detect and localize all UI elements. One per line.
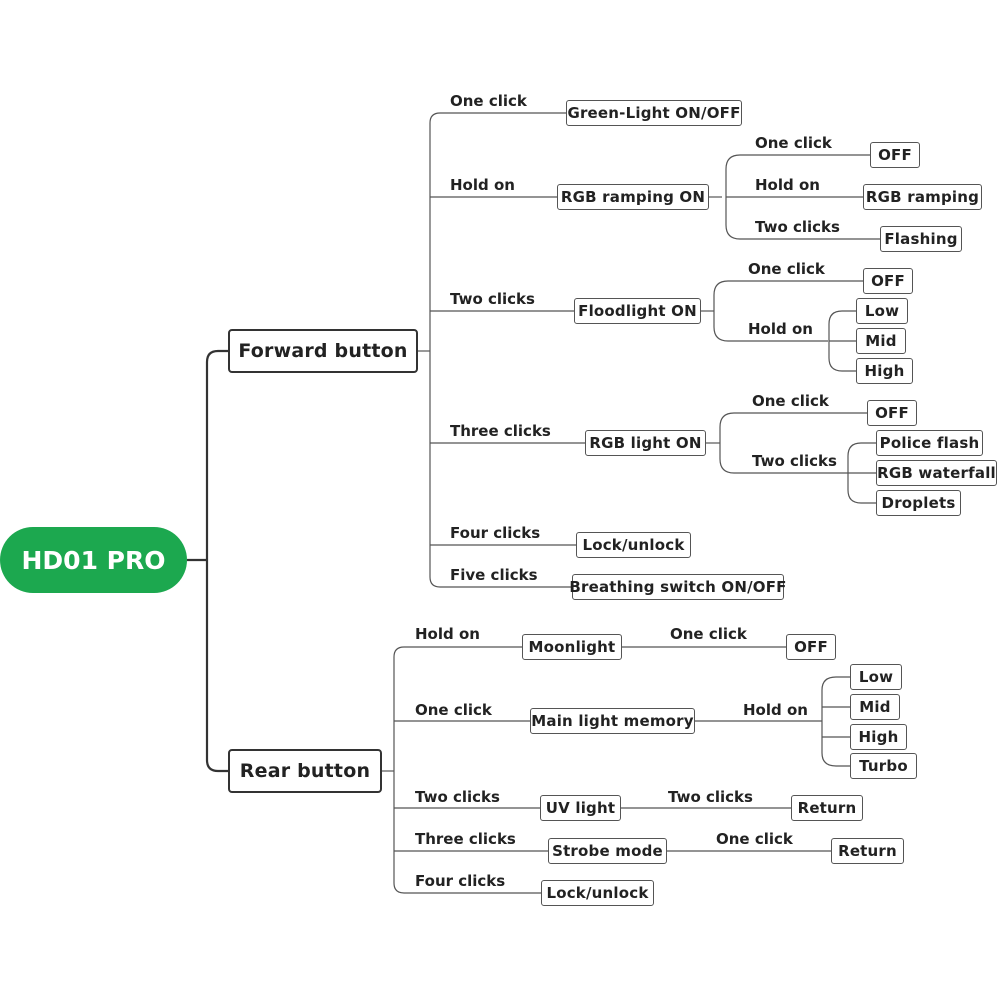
rgb-off-node: OFF bbox=[867, 400, 917, 426]
fwd-four-clicks-label: Four clicks bbox=[450, 524, 541, 542]
fwd-hold-on-label: Hold on bbox=[450, 176, 515, 194]
flood-off-node: OFF bbox=[863, 268, 913, 294]
rear-button-node: Rear button bbox=[228, 749, 382, 793]
ramp-hold-on-label: Hold on bbox=[755, 176, 820, 194]
moonlight-node: Moonlight bbox=[522, 634, 622, 660]
rear-lock-unlock-node: Lock/unlock bbox=[541, 880, 654, 906]
flashing-node: Flashing bbox=[880, 226, 962, 252]
memory-turbo-node: Turbo bbox=[850, 753, 917, 779]
ramp-two-clicks-label: Two clicks bbox=[755, 218, 840, 236]
uv-return-node: Return bbox=[791, 795, 863, 821]
fwd-three-clicks-label: Three clicks bbox=[450, 422, 551, 440]
green-light-node: Green-Light ON/OFF bbox=[566, 100, 742, 126]
memory-mid-node: Mid bbox=[850, 694, 900, 720]
flood-high-node: High bbox=[856, 358, 913, 384]
memory-high-node: High bbox=[850, 724, 907, 750]
moon-off-node: OFF bbox=[786, 634, 836, 660]
flood-mid-node: Mid bbox=[856, 328, 906, 354]
flood-one-click-label: One click bbox=[748, 260, 825, 278]
fwd-lock-unlock-node: Lock/unlock bbox=[576, 532, 691, 558]
floodlight-on-node: Floodlight ON bbox=[574, 298, 701, 324]
strobe-mode-node: Strobe mode bbox=[548, 838, 667, 864]
rgb-waterfall-node: RGB waterfall bbox=[876, 460, 997, 486]
flood-low-node: Low bbox=[856, 298, 908, 324]
fwd-five-clicks-label: Five clicks bbox=[450, 566, 538, 584]
strobe-return-node: Return bbox=[831, 838, 904, 864]
fwd-two-clicks-label: Two clicks bbox=[450, 290, 535, 308]
police-flash-node: Police flash bbox=[876, 430, 983, 456]
rear-three-clicks-label: Three clicks bbox=[415, 830, 516, 848]
main-light-memory-node: Main light memory bbox=[530, 708, 695, 734]
rear-hold-on-label: Hold on bbox=[415, 625, 480, 643]
ramp-off-node: OFF bbox=[870, 142, 920, 168]
strobe-one-click-label: One click bbox=[716, 830, 793, 848]
rear-one-click-label: One click bbox=[415, 701, 492, 719]
fwd-one-click-label: One click bbox=[450, 92, 527, 110]
ramp-one-click-label: One click bbox=[755, 134, 832, 152]
rgb-one-click-label: One click bbox=[752, 392, 829, 410]
memory-hold-on-label: Hold on bbox=[743, 701, 808, 719]
memory-low-node: Low bbox=[850, 664, 902, 690]
forward-button-node: Forward button bbox=[228, 329, 418, 373]
rgb-ramping-node: RGB ramping bbox=[863, 184, 982, 210]
rear-four-clicks-label: Four clicks bbox=[415, 872, 506, 890]
uv-two-clicks-label: Two clicks bbox=[668, 788, 753, 806]
uv-light-node: UV light bbox=[540, 795, 621, 821]
droplets-node: Droplets bbox=[876, 490, 961, 516]
root-node: HD01 PRO bbox=[0, 527, 187, 593]
breathing-switch-node: Breathing switch ON/OFF bbox=[569, 574, 786, 600]
rear-two-clicks-label: Two clicks bbox=[415, 788, 500, 806]
rgb-ramping-on-node: RGB ramping ON bbox=[557, 184, 709, 210]
rgb-light-on-node: RGB light ON bbox=[585, 430, 706, 456]
moon-one-click-label: One click bbox=[670, 625, 747, 643]
flood-hold-on-label: Hold on bbox=[748, 320, 813, 338]
rgb-two-clicks-label: Two clicks bbox=[752, 452, 837, 470]
